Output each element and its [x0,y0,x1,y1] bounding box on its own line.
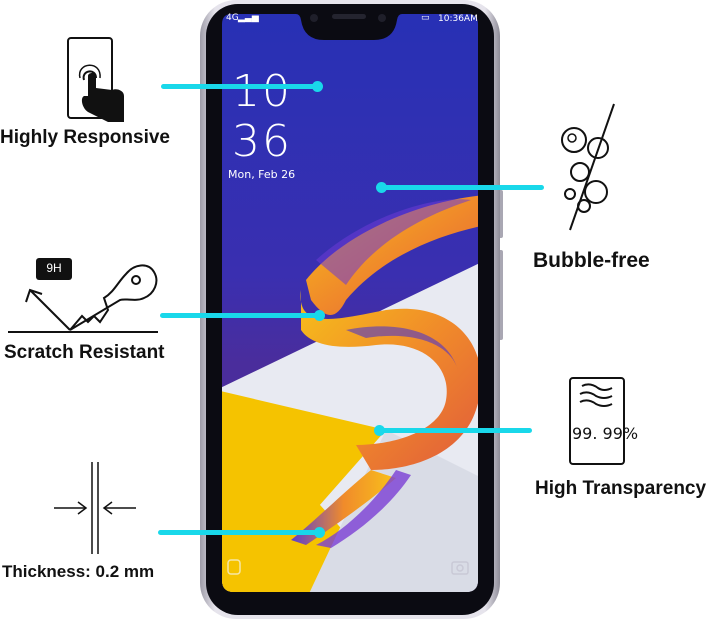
network-indicator: 4G [226,13,239,23]
high-transparency-label: High Transparency [535,478,707,499]
responsive-callout-line [161,84,319,89]
responsive-callout-dot [312,81,323,92]
bubble-free-label: Bubble-free [533,249,650,272]
thickness-icon [54,462,136,554]
scratch-callout-dot [314,310,325,321]
bubble-callout-dot [376,182,387,193]
touch-phone-icon [67,37,124,122]
bubble-callout-line [382,185,544,190]
thickness-callout-line [158,530,320,535]
transparency-value: 99. 99% [572,424,639,443]
phone-illustration [200,0,503,619]
bubbles-icon [561,103,615,231]
lock-date: Mon, Feb 26 [228,168,296,181]
scratch-callout-line [160,313,320,318]
status-time: 10:36AM [438,14,478,24]
scratch-resistant-label: Scratch Resistant [4,342,165,363]
transparency-callout-line [380,428,532,433]
transparency-phone-icon [569,377,625,465]
thickness-callout-dot [314,527,325,538]
clock-hour: 10 [232,66,292,117]
battery-icon: ▭ [421,13,430,23]
highly-responsive-label: Highly Responsive [0,127,170,148]
signal-icon: ▂▃▅ [238,13,259,23]
phone: 4G ▂▃▅ ▭ 10:36AM 10 36 Mon, Feb 26 [196,0,504,619]
thickness-label: Thickness: 0.2 mm [2,562,155,581]
key-scratch-icon [8,258,158,333]
transparency-callout-dot [374,425,385,436]
clock-minute: 36 [232,116,292,167]
hardness-badge: 9H [46,261,62,275]
